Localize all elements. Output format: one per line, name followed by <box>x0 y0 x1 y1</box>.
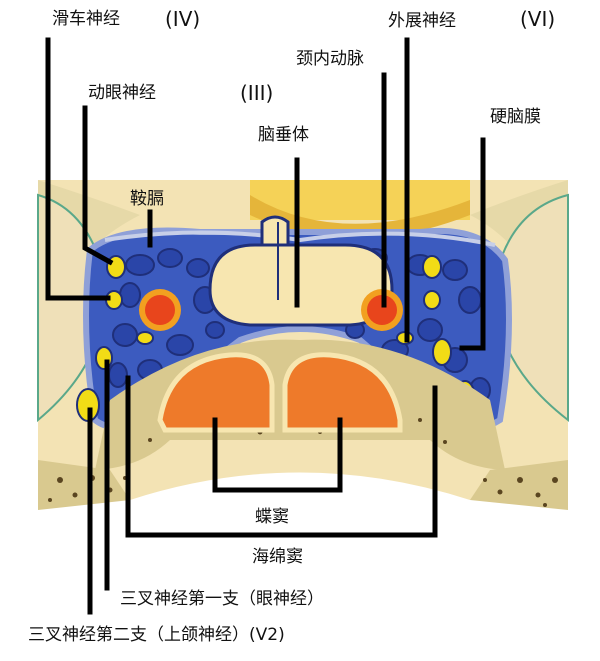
leader-lines <box>45 37 486 615</box>
pituitary-gland <box>208 215 394 327</box>
label-trochlear-num: (IV) <box>165 7 200 31</box>
optic-chiasm-area <box>250 180 470 239</box>
label-abducens-num: (VI) <box>520 7 555 31</box>
sphenoid-sinus-chambers <box>157 352 403 433</box>
label-v1: 三叉神经第一支（眼神经） <box>120 589 324 609</box>
label-dura: 硬脑膜 <box>490 107 541 127</box>
label-oculomotor: 动眼神经 <box>88 83 156 103</box>
label-pituitary: 脑垂体 <box>258 125 309 145</box>
label-sphenoid-sinus: 蝶窦 <box>255 507 289 527</box>
diaphragma-membrane <box>104 230 496 247</box>
label-internal-carotid: 颈内动脉 <box>296 49 364 69</box>
label-oculomotor-num: (III) <box>240 81 273 105</box>
cavernous-sinus-region <box>83 227 512 430</box>
label-trochlear: 滑车神经 <box>52 9 120 29</box>
label-diaphragma: 鞍膈 <box>130 189 164 209</box>
internal-carotid-arteries <box>139 289 403 331</box>
label-abducens: 外展神经 <box>388 11 456 31</box>
label-cavernous-sinus: 海绵窦 <box>252 547 303 567</box>
label-v2: 三叉神经第二支（上颌神经）(V2) <box>28 625 285 645</box>
